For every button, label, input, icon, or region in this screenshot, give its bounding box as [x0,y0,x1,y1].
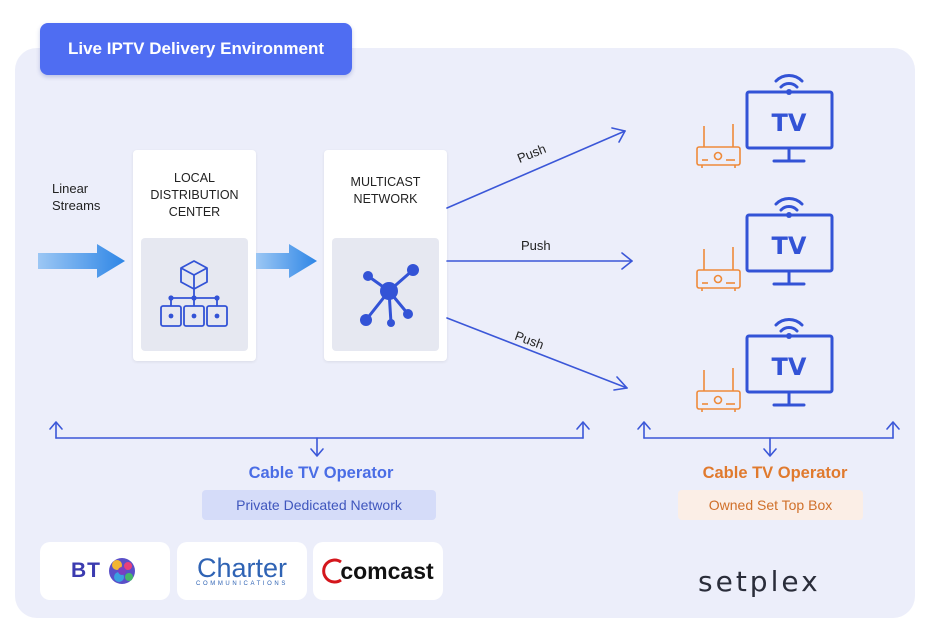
set-top-box-icon [696,368,741,412]
right-operator-subtitle: Owned Set Top Box [678,490,863,520]
multicast-network-label: MULTICAST NETWORK [350,175,421,206]
network-hub-icon [360,264,419,327]
distribution-arrow [256,244,317,278]
charter-logo-card: Charter COMMUNICATIONS [177,542,307,600]
local-distribution-label: LOCAL DISTRIBUTION CENTER [150,171,239,219]
tv-label: TV [772,353,807,381]
right-operator-title: Cable TV Operator [702,464,848,482]
right-operator-bracket [637,421,900,457]
comcast-logo-card: comcast [313,542,443,600]
comcast-c-icon [322,558,343,584]
left-operator-title: Cable TV Operator [248,464,394,482]
input-arrow [38,244,125,278]
receiver-unit-1: TV [696,74,834,168]
tv-label: TV [772,109,807,137]
local-distribution-node: LOCAL DISTRIBUTION CENTER [133,150,256,361]
push-line-bottom [446,317,628,389]
push-line-top [446,130,626,209]
bt-logo-card: BT [40,542,170,600]
diagram-title: Live IPTV Delivery Environment [40,23,352,75]
set-top-box-icon [696,124,741,168]
push-label-middle: Push [521,238,551,253]
hierarchy-cube-icon [160,260,228,327]
set-top-box-icon [696,247,741,291]
multicast-network-node: MULTICAST NETWORK [324,150,447,361]
local-distribution-icon-box [141,238,248,351]
multicast-icon-box [332,238,439,351]
left-operator-subtitle: Private Dedicated Network [202,490,436,520]
bt-logo-text: BT [71,559,101,582]
charter-logo-subtext: COMMUNICATIONS [196,581,288,587]
receiver-unit-2: TV [696,197,834,291]
receiver-unit-3: TV [696,318,834,412]
comcast-logo-text: comcast [340,557,434,584]
left-operator-bracket [49,421,590,457]
linear-streams-label: Linear Streams [52,181,101,213]
setplex-brand: setplex [698,565,821,598]
charter-logo-text: Charter [196,553,288,583]
tv-label: TV [772,232,807,260]
bt-globe-icon [109,558,135,584]
